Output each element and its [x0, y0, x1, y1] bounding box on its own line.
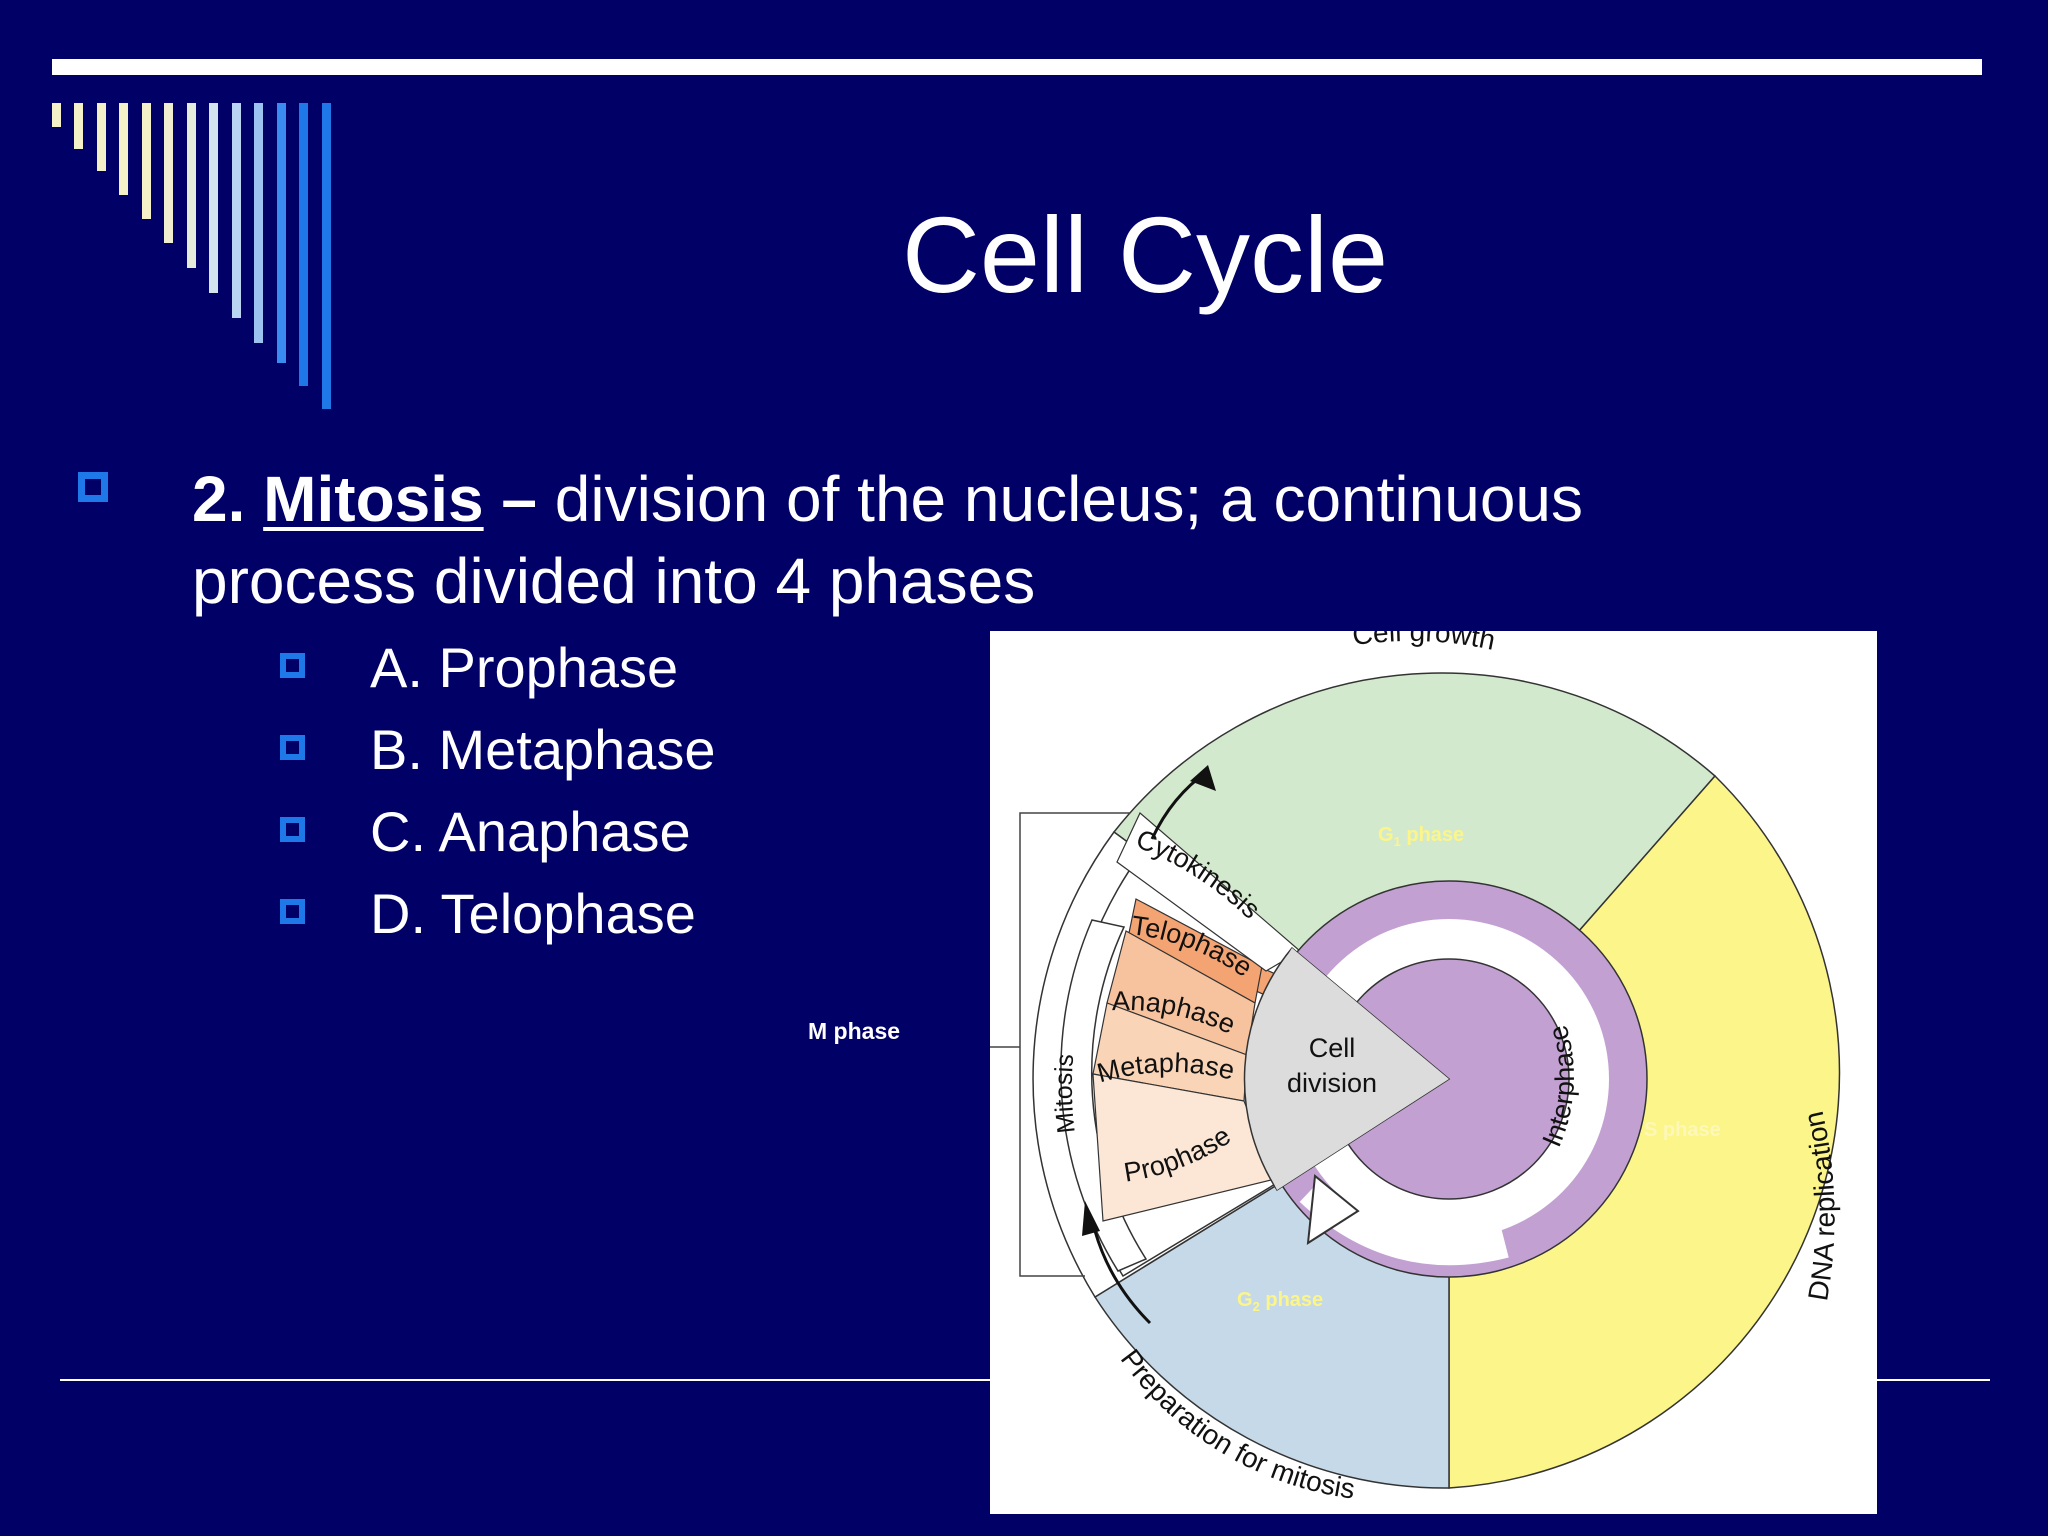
- mitosis-definition: division of the nucleus; a continuous pr…: [192, 463, 1583, 617]
- list-item: A. Prophase: [280, 630, 980, 712]
- bullet-square-icon: [280, 899, 305, 924]
- term-dash: –: [483, 463, 537, 535]
- g1-sector: [1112, 672, 1717, 1081]
- bullet-square-icon: [280, 735, 305, 760]
- mitosis-label: Mitosis: [1050, 1053, 1081, 1135]
- stripe: [164, 103, 173, 243]
- cell-label: Cell: [1309, 1033, 1356, 1063]
- bullet-number: 2.: [192, 463, 246, 535]
- stripe: [232, 103, 241, 318]
- top-rule: [52, 59, 1982, 75]
- phase-list-label: D. Telophase: [370, 882, 696, 945]
- cell-division-wedge-fill: [1252, 948, 1449, 1190]
- decorative-stripes: [52, 103, 352, 413]
- g2-phase-label: G2 phase: [1237, 1289, 1323, 1314]
- phase-list-label: A. Prophase: [370, 636, 679, 699]
- phase-list: A. Prophase B. Metaphase C. Anaphase D. …: [280, 630, 980, 958]
- s-sector: [1448, 774, 1841, 1489]
- bullet-square-icon: [280, 817, 305, 842]
- bullet-square-icon: [78, 472, 108, 502]
- list-item: D. Telophase: [280, 876, 980, 958]
- stripe: [254, 103, 263, 343]
- stripe: [97, 103, 106, 171]
- bullet-square-icon: [280, 653, 305, 678]
- division-label: division: [1287, 1068, 1377, 1098]
- list-item: B. Metaphase: [280, 712, 980, 794]
- stripe: [322, 103, 331, 409]
- stripe: [142, 103, 151, 219]
- g1-phase-label: G1 phase: [1378, 824, 1464, 849]
- m-phase-bracket: [1019, 812, 1130, 1277]
- arrowhead-icon: [1306, 1174, 1360, 1245]
- stripe: [187, 103, 196, 268]
- cell-growth-label: Cell growth: [1350, 631, 1497, 656]
- phase-list-label: C. Anaphase: [370, 800, 691, 863]
- slide-title: Cell Cycle: [901, 194, 1389, 315]
- stripe: [277, 103, 286, 363]
- phase-list-label: B. Metaphase: [370, 718, 716, 781]
- stripe: [52, 103, 61, 127]
- stripe: [74, 103, 83, 149]
- main-bullet-text: 2. Mitosis – division of the nucleus; a …: [192, 458, 1752, 622]
- s-phase-label: S phase: [1644, 1119, 1721, 1141]
- stripe: [119, 103, 128, 195]
- stripe: [299, 103, 308, 386]
- prophase-band: [1092, 1073, 1276, 1222]
- list-item: C. Anaphase: [280, 794, 980, 876]
- m-phase-label: M phase: [808, 1018, 901, 1044]
- arrowhead-icon: [1190, 765, 1216, 791]
- stripe: [209, 103, 218, 293]
- mitosis-term: Mitosis: [263, 463, 484, 535]
- arrowhead-icon: [1082, 1201, 1100, 1236]
- cell-cycle-diagram: Cell growth DNA replication Preparation …: [990, 631, 1877, 1514]
- prep-arrow-icon: [1093, 1230, 1152, 1325]
